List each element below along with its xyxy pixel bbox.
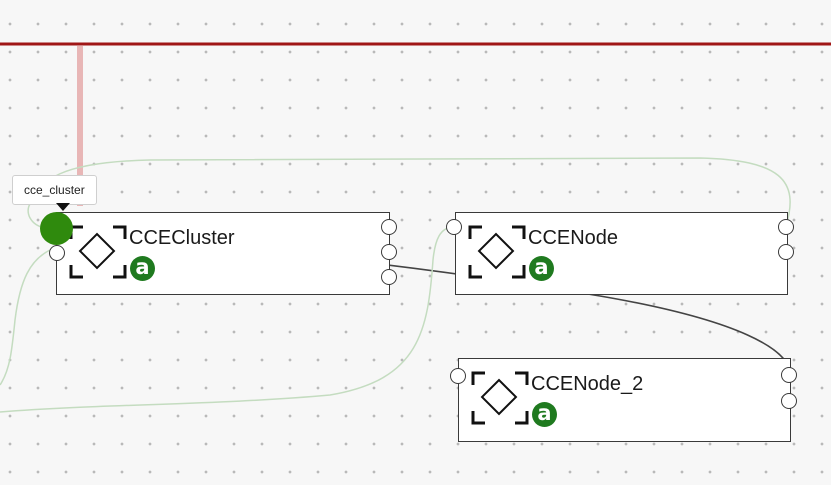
node-title: CCENode	[528, 227, 619, 249]
wire-node-to-cluster[interactable]	[27, 157, 791, 229]
node-cce-node-2[interactable]: CCENode_2 a	[458, 358, 791, 442]
tooltip-pointer	[56, 203, 70, 211]
drag-guide	[77, 46, 83, 206]
wire-cluster-left-port[interactable]	[0, 249, 51, 386]
active-connection-port[interactable]	[40, 212, 73, 245]
diamond-frame-icon	[471, 371, 529, 425]
node-badge-icon: a	[130, 256, 155, 281]
node-title: CCENode_2	[531, 373, 644, 395]
node-badge-icon: a	[529, 256, 554, 281]
cluster-output-port-1[interactable]	[381, 219, 397, 235]
node2-output-port-1[interactable]	[781, 367, 797, 383]
node2-output-port-2[interactable]	[781, 393, 797, 409]
node-badge-icon: a	[532, 402, 557, 427]
wire-node-left-port[interactable]	[0, 226, 455, 413]
cluster-input-port[interactable]	[49, 245, 65, 261]
diamond-frame-icon	[69, 225, 127, 279]
node2-input-port[interactable]	[450, 368, 466, 384]
node-output-port-2[interactable]	[778, 244, 794, 260]
node-output-port-1[interactable]	[778, 219, 794, 235]
node-cce-node[interactable]: CCENode a	[455, 212, 788, 295]
node-input-port[interactable]	[446, 219, 462, 235]
node-cce-cluster[interactable]: CCECluster a	[56, 212, 390, 295]
node-title: CCECluster	[129, 227, 235, 249]
cluster-output-port-2[interactable]	[381, 244, 397, 260]
port-tooltip: cce_cluster	[12, 175, 97, 205]
diamond-frame-icon	[468, 225, 526, 279]
cluster-output-port-3[interactable]	[381, 269, 397, 285]
